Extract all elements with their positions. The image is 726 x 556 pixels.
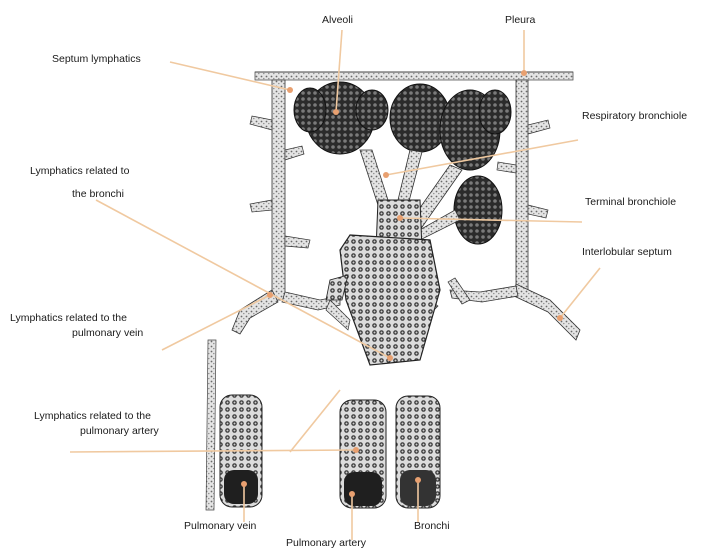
lymphatics-pv-label-line2: pulmonary vein bbox=[72, 327, 143, 340]
lymphatics-pa-label-line1: Lymphatics related to the bbox=[34, 410, 151, 423]
pleura-label: Pleura bbox=[505, 14, 535, 27]
pulmonary-artery-section bbox=[340, 400, 386, 508]
interlobular-septum-label: Interlobular septum bbox=[582, 246, 672, 259]
pulmonary-vein-label: Pulmonary vein bbox=[184, 520, 256, 533]
lymph-vessel-vertical bbox=[206, 340, 216, 510]
terminal-bronchiole-label: Terminal bronchiole bbox=[585, 196, 676, 209]
bronchi-label: Bronchi bbox=[414, 520, 450, 533]
lymphatics-bronchi-label-line1: Lymphatics related to bbox=[30, 165, 129, 178]
pulmonary-artery-label: Pulmonary artery bbox=[286, 537, 366, 550]
alveoli-label: Alveoli bbox=[322, 14, 353, 27]
respiratory-bronchiole-label: Respiratory bronchiole bbox=[582, 110, 687, 123]
septum-lymphatics-label: Septum lymphatics bbox=[52, 53, 141, 66]
lymphatics-pa-label-line2: pulmonary artery bbox=[80, 425, 159, 438]
lymphatics-pv-label-line1: Lymphatics related to the bbox=[10, 312, 127, 325]
bronchiole-tree-shape bbox=[326, 150, 462, 365]
lymphatics-bronchi-label-line2: the bronchi bbox=[72, 188, 124, 201]
